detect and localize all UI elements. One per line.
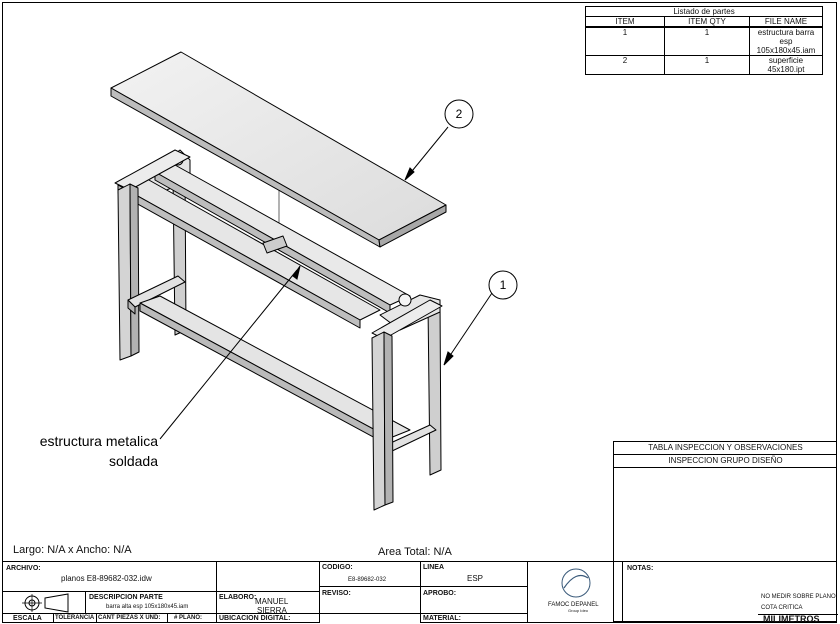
annotation-line-1: estructura metalica [40, 433, 158, 449]
reviso-cell: REVISO: [319, 586, 421, 614]
file-line: superficie [768, 56, 804, 65]
elaboro-label: ELABORO: [219, 594, 257, 601]
archivo-label: ARCHIVO: [6, 565, 41, 572]
descripcion-cell: DESCRIPCION PARTE barra alta esp 105x180… [85, 591, 217, 614]
reviso-label: REVISO: [322, 590, 351, 597]
archivo-cell: ARCHIVO: planos E8-89682-032.idw [2, 561, 217, 592]
balloon-2: 2 [444, 99, 474, 129]
cant-label: CANT PIEZAS X UND: [98, 615, 161, 621]
largo-ancho-text: Largo: N/A x Ancho: N/A [13, 544, 132, 556]
linea-label: LINEA [423, 564, 444, 571]
descripcion-value: barra alta esp 105x180x45.iam [106, 604, 189, 610]
inspection-title: TABLA INSPECCION Y OBSERVACIONES [614, 442, 837, 455]
tabletop-part [110, 51, 447, 248]
aprobo-cell: APROBO: [420, 586, 528, 614]
file-line: estructura barra [757, 28, 815, 37]
archivo-value: planos E8-89682-032.idw [61, 574, 152, 583]
area-total-text: Area Total: N/A [378, 546, 452, 558]
parts-cell-file: superficie 45x180.ipt [749, 55, 823, 75]
company-logo-icon [561, 568, 591, 598]
units-text: MILIMETROS [763, 614, 820, 624]
logo-cell: FAMOC DEPANEL Group Ideo [527, 561, 623, 623]
empty-cell [216, 561, 320, 592]
parts-cell-qty: 1 [664, 26, 750, 56]
logo-subtext: Group Ideo [568, 608, 589, 613]
annotation-line-2: soldada [109, 453, 158, 469]
table-row: 2 1 superficie 45x180.ipt [585, 55, 823, 75]
projection-symbol-cell [2, 591, 86, 614]
isometric-drawing: 2 1 estructura metalica soldada [40, 51, 518, 511]
material-label: MATERIAL: [423, 615, 461, 622]
parts-header-file: FILE NAME [749, 16, 823, 28]
descripcion-label: DESCRIPCION PARTE [89, 594, 163, 601]
frame-part [114, 149, 443, 511]
parts-list-title: Listado de partes [585, 6, 823, 17]
file-line: esp [779, 37, 793, 46]
codigo-label: CODIGO: [322, 564, 353, 571]
parts-cell-item: 1 [585, 26, 665, 56]
nota-text: NO MEDIR SOBRE PLANO [761, 594, 836, 600]
parts-cell-file: estructura barra esp 105x180x45.iam [749, 26, 823, 56]
escala-label: ESCALA [13, 615, 42, 622]
projection-icon [22, 593, 69, 613]
svg-text:1: 1 [500, 278, 507, 292]
parts-list-table: Listado de partes ITEM ITEM QTY FILE NAM… [585, 6, 823, 75]
inspection-subtitle: INSPECCION GRUPO DISEÑO [614, 455, 837, 468]
codigo-cell: CODIGO: E8-89682-032 [319, 561, 421, 587]
balloon-1: 1 [488, 270, 518, 300]
elaboro-value: MANUEL [255, 597, 289, 606]
nota-text: COTA CRITICA [761, 605, 803, 611]
notas-cell: NOTAS: NO MEDIR SOBRE PLANO COTA CRITICA… [622, 561, 838, 624]
file-line: 105x180x45.iam [756, 46, 816, 55]
codigo-value: E8-89682-032 [348, 577, 387, 583]
logo-text: FAMOC DEPANEL [548, 602, 599, 608]
notas-label: NOTAS: [627, 565, 654, 572]
units-divider [758, 614, 838, 615]
elaboro-cell: ELABORO: MANUEL SIERRA [216, 591, 320, 615]
elaboro-value: SIERRA [257, 606, 287, 615]
tolerancia-label: TOLERANCIA [55, 615, 95, 621]
table-row: 1 1 estructura barra esp 105x180x45.iam [585, 26, 823, 56]
linea-value: ESP [467, 574, 484, 583]
svg-text:2: 2 [456, 107, 463, 121]
file-line: 45x180.ipt [767, 65, 805, 74]
title-block: ARCHIVO: planos E8-89682-032.idw DESCRIP… [2, 561, 838, 624]
aprobo-label: APROBO: [423, 590, 457, 597]
plano-label: # PLANO: [174, 615, 203, 621]
parts-cell-item: 2 [585, 55, 665, 75]
ubicacion-label: UBICACION DIGITAL: [219, 615, 291, 622]
linea-cell: LINEA ESP [420, 561, 528, 587]
